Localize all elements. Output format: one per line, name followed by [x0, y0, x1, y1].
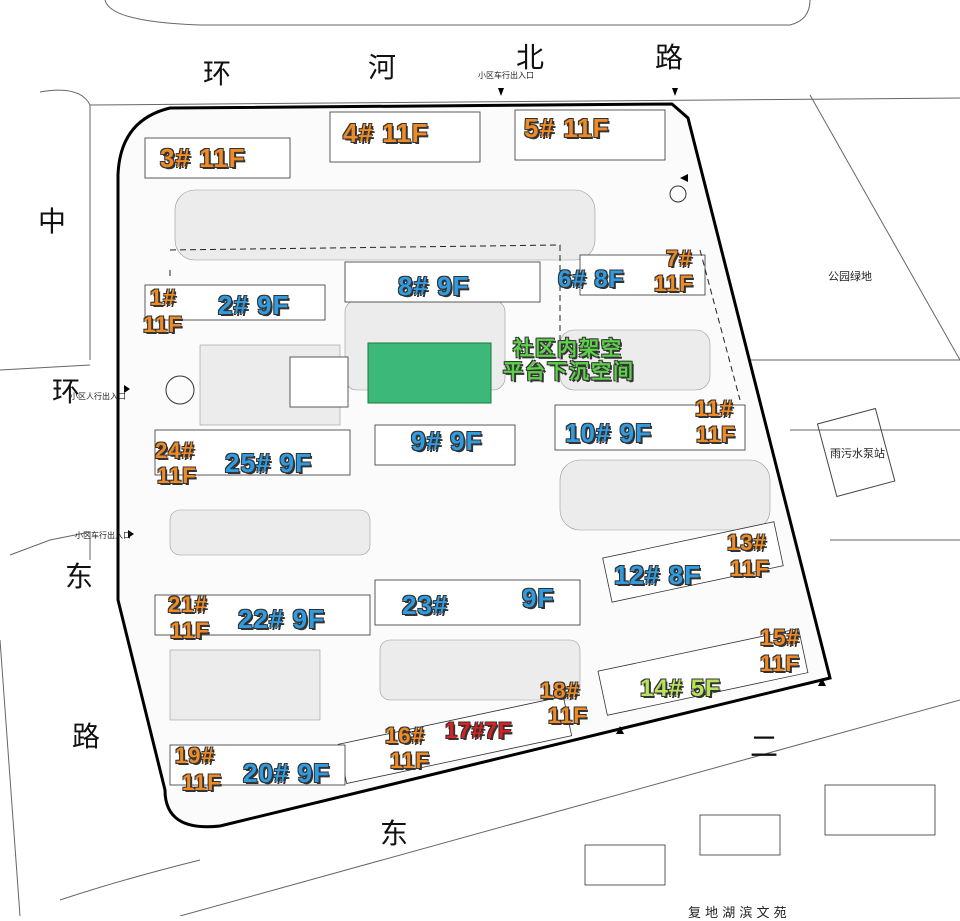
building-23-number: 23# [402, 590, 449, 620]
feature-label-line2: 平台下沉空间 [503, 361, 635, 383]
building-15-number: 15# [760, 625, 800, 650]
building-18-number: 18# [540, 678, 580, 703]
building-7-number: 7# [666, 246, 693, 271]
building-12-label: 12# 8F [614, 560, 701, 590]
building-2-label: 2# 9F [218, 290, 290, 320]
road-char-north-1: 环 [203, 57, 232, 90]
building-13-floors: 11F [730, 556, 770, 581]
building-22-label: 22# 9F [238, 604, 325, 634]
pump-station-label: 雨污水泵站 [830, 447, 885, 460]
building-9-label: 9# 9F [411, 426, 483, 456]
north-vehicle-entrance-label: 小区车行出入口 [478, 71, 534, 80]
park-label: 公园绿地 [828, 270, 872, 283]
road-char-south-2: 二 [750, 730, 779, 763]
building-4-label: 4# 11F [343, 118, 429, 148]
building-18-floors: 11F [548, 703, 588, 728]
building-14-label: 14# 5F [640, 675, 721, 702]
neighbor-estate-label: 复 地 湖 滨 文 苑 [688, 906, 787, 921]
road-char-west-3: 东 [65, 560, 94, 593]
building-21-floors: 11F [170, 618, 210, 643]
building-7-floors: 11F [654, 271, 694, 296]
building-24-floors: 11F [157, 463, 197, 488]
building-5-label: 5# 11F [524, 113, 610, 143]
building-10-label: 10# 9F [565, 418, 652, 448]
building-1-number: 1# [150, 285, 177, 310]
building-20-label: 20# 9F [243, 758, 330, 788]
building-1-floors: 11F [143, 312, 183, 337]
internal-dashed-lines [169, 244, 741, 401]
pump-station-box [816, 407, 896, 498]
building-11-number: 11# [695, 396, 734, 421]
road-char-north-4: 路 [655, 41, 684, 74]
building-15-floors: 11F [760, 651, 800, 676]
feature-label-line1: 社区内架空 [513, 338, 623, 360]
west-pedestrian-entrance-label: 小区人行出入口 [70, 392, 126, 401]
building-24-number: 24# [155, 438, 195, 463]
road-char-north-3: 北 [516, 41, 545, 74]
building-3-label: 3# 11F [160, 143, 246, 173]
road-char-west-2: 环 [52, 375, 81, 408]
building-17-label: 17#7F [445, 718, 513, 743]
building-19-floors: 11F [182, 770, 222, 795]
building-16-number: 16# [385, 723, 425, 748]
road-char-north-2: 河 [368, 51, 397, 84]
entrance-arrows [124, 88, 826, 734]
roundabout-north [669, 185, 687, 203]
road-char-west-4: 路 [72, 720, 101, 753]
sunken-plaza [367, 342, 492, 404]
west-vehicle-entrance-label: 小区车行出入口 [75, 531, 131, 540]
building-13-number: 13# [727, 530, 767, 555]
building-21-number: 21# [168, 592, 208, 617]
road-char-south-1: 东 [380, 817, 409, 850]
building-16-floors: 11F [390, 748, 430, 773]
building-25-label: 25# 9F [225, 448, 312, 478]
road-char-west-1: 中 [38, 205, 67, 238]
building-blocks [144, 109, 936, 886]
roundabout-west [165, 375, 195, 405]
building-19-number: 19# [175, 743, 215, 768]
building-23-floors: 9F [522, 583, 555, 613]
building-11-floors: 11F [696, 422, 736, 447]
building-8-label: 8# 9F [398, 271, 470, 301]
building-6-label: 6# 8F [558, 266, 625, 293]
